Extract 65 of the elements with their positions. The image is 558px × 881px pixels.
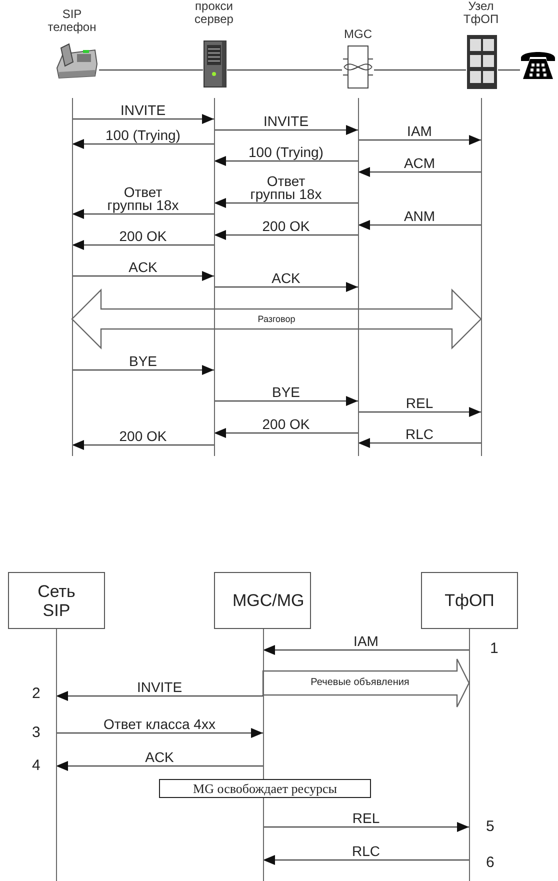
arrow (72, 209, 214, 219)
arrow (262, 855, 470, 865)
step-number: 3 (32, 725, 40, 740)
participant-label: Узел ТфОП (462, 0, 500, 26)
edge-label: REL (352, 811, 380, 825)
arrow (262, 645, 470, 655)
step-number: 2 (32, 686, 40, 701)
edge-label: ANM (404, 209, 436, 223)
arrow (72, 271, 214, 281)
participant-box: Сеть SIP (8, 572, 105, 629)
arrow (358, 135, 482, 145)
block-arrow (71, 288, 482, 350)
arrow (72, 440, 214, 450)
edge-label: ACK (145, 750, 174, 764)
edge-label: BYE (129, 354, 157, 368)
participant-label: прокси сервер (194, 0, 234, 26)
arrow (214, 396, 358, 406)
edge-label: 200 OK (262, 417, 310, 431)
note-box: MG освобождает ресурсы (159, 779, 371, 798)
participant-box: ТфОП (421, 572, 518, 629)
arrow (72, 114, 214, 124)
edge-label: Речевые объявления (310, 678, 410, 688)
arrow (358, 167, 482, 177)
arrow (214, 198, 358, 208)
edge-label: IAM (354, 634, 378, 648)
edge-label: 200 OK (119, 229, 167, 243)
participant-box: MGC/MG (214, 572, 311, 629)
edge-label: ACM (404, 156, 436, 170)
arrow (214, 156, 358, 166)
arrow (72, 240, 214, 250)
edge-label: INVITE (136, 680, 182, 694)
edge-label: INVITE (263, 114, 309, 128)
edge-label: RLC (406, 427, 434, 441)
participant-label: SIP телефон (46, 8, 98, 34)
edge-label: 200 OK (119, 429, 167, 443)
edge-label: BYE (272, 385, 300, 399)
edge-label: Ответ класса 4xx (104, 717, 216, 731)
edge-label: 200 OK (262, 219, 310, 233)
arrow (72, 365, 214, 375)
edge-label: 100 (Trying) (106, 128, 180, 142)
arrow (358, 220, 482, 230)
arrow (262, 822, 470, 832)
edge-label: RLC (352, 844, 380, 858)
arrow (72, 139, 214, 149)
arrow (214, 125, 358, 135)
step-number: 1 (490, 641, 498, 656)
arrow (56, 728, 264, 738)
participant-label: MGC (344, 28, 372, 41)
edge-label: ACK (272, 271, 300, 285)
arrow (358, 407, 482, 417)
edge-label: IAM (407, 124, 432, 138)
edge-label: Разговор (258, 314, 296, 324)
step-number: 5 (486, 819, 494, 834)
edge-label: 100 (Trying) (248, 145, 324, 159)
step-number: 4 (32, 758, 40, 773)
arrow (358, 438, 482, 448)
arrow (56, 691, 264, 701)
arrow (214, 428, 358, 438)
step-number: 6 (486, 855, 494, 870)
edge-label: INVITE (120, 103, 166, 117)
arrow (214, 230, 358, 240)
edge-label: ACK (128, 260, 158, 274)
arrow (56, 761, 264, 771)
arrow (214, 282, 358, 292)
edge-label: REL (406, 396, 434, 410)
